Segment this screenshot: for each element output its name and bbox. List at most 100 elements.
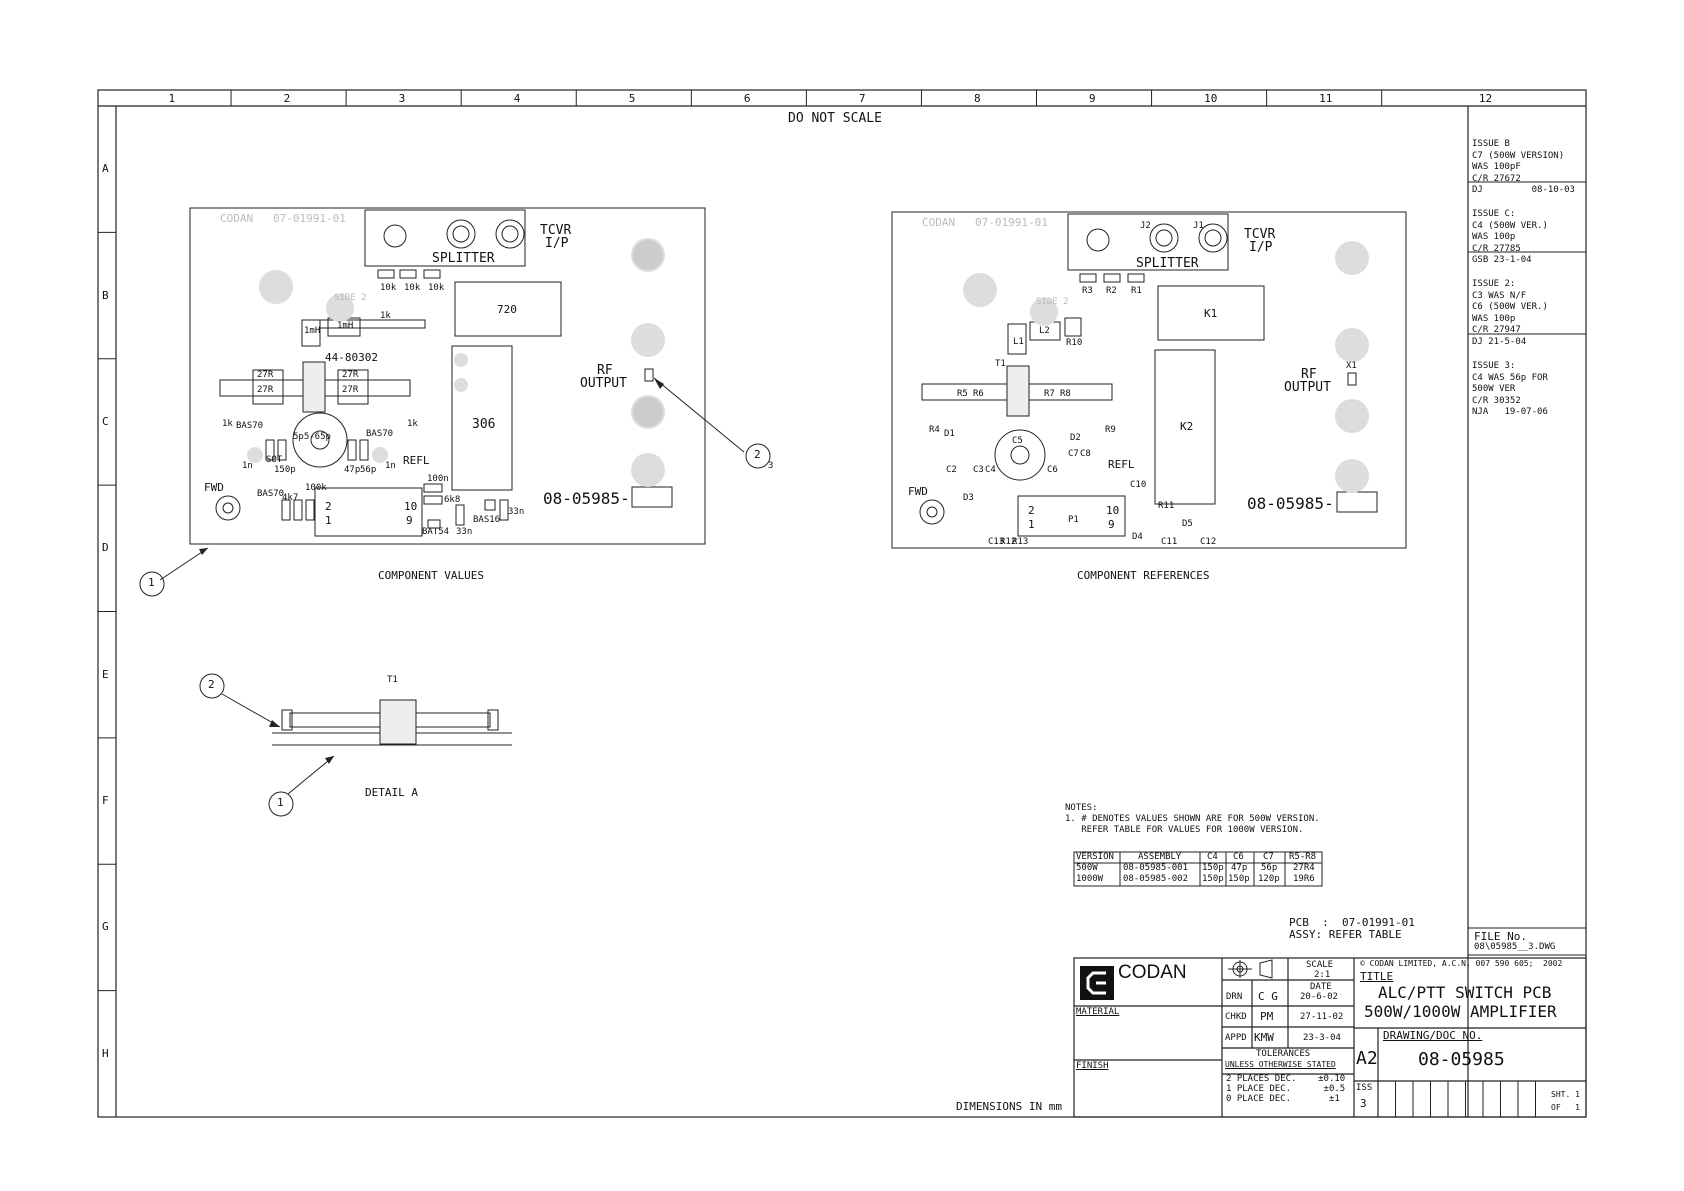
pcb2-c5-label: C5	[1012, 436, 1023, 446]
pcb2-ref-c4: C4	[985, 465, 996, 475]
pcb1-val-27r-4: 27R	[342, 385, 359, 395]
pcb1-relay-306: 306	[472, 417, 496, 432]
pcb2-caption: COMPONENT REFERENCES	[1077, 569, 1210, 582]
pcb1-res-10k-1: 10k	[380, 283, 397, 293]
pcb2-l1-label: L1	[1013, 337, 1024, 347]
vt-row1-c7: 56p	[1261, 863, 1278, 873]
pcb2-ref-c7: C7	[1068, 449, 1079, 459]
title-label: TITLE	[1360, 970, 1394, 983]
pcb2-r6-label: R6	[973, 389, 984, 399]
iss-value: 3	[1360, 1097, 1367, 1110]
vt-row1-c6: 47p	[1231, 863, 1248, 873]
material-label: MATERIAL	[1076, 1007, 1120, 1017]
pcb1-val-1n-1: 1n	[242, 461, 253, 471]
row-label: C	[102, 414, 109, 428]
pcb1-bas16-label: BAS16	[473, 515, 501, 525]
pcb1-silkscreen: CODAN 07-01991-01	[220, 212, 346, 225]
pcb1-val-sot: SOT	[266, 455, 283, 465]
pcb2-fwd-label: FWD	[908, 485, 928, 498]
pcb2-l2-label: L2	[1039, 326, 1050, 336]
vt-row2-r5r8: 19R6	[1293, 874, 1315, 884]
pcb1-conn-pin-2: 2	[325, 500, 332, 513]
pcb2-r5-label: R5	[957, 389, 968, 399]
pcb2-ref-r9: R9	[1105, 425, 1116, 435]
row-label: F	[102, 794, 109, 808]
pcb2-ip-label: I/P	[1249, 240, 1273, 255]
pcb1-bat54-label: BAT54	[422, 527, 450, 537]
column-label: 3	[398, 92, 406, 105]
pcb1-val-6k8: 6k8	[444, 495, 461, 505]
column-label: 2	[283, 92, 291, 105]
pcb1-inductor-1: 1mH	[304, 326, 321, 336]
pcb1-part-number: 44-80302	[325, 351, 378, 364]
column-label: 9	[1089, 92, 1096, 105]
file-value: 08\05985__3.DWG	[1474, 942, 1556, 952]
pcb1-val-1k-1: 1k	[222, 419, 233, 429]
pcb2-ref-r4: R4	[929, 425, 940, 435]
pcb1-splitter-label: SPLITTER	[432, 251, 495, 266]
vt-row1-version: 500W	[1076, 863, 1098, 873]
pcb2-silkscreen: CODAN 07-01991-01	[922, 216, 1048, 229]
finish-label: FINISH	[1076, 1061, 1109, 1071]
sheet-of: OF 1	[1551, 1103, 1580, 1112]
chkd-by: PM	[1260, 1010, 1274, 1023]
pcb2-ref-r13: R13	[1012, 537, 1029, 547]
pcb1-val-56p: 56p	[360, 465, 377, 475]
pcb1-bas70-label: BAS70	[236, 421, 264, 431]
pcb1-trimmer-value: 5p5-65p	[293, 432, 331, 442]
dimensions-note: DIMENSIONS IN mm	[956, 1100, 1062, 1113]
pcb1-doc-number: 08-05985-	[543, 489, 630, 508]
pcb1-val-100k: 100k	[305, 483, 327, 493]
sheet-size: A2	[1356, 1048, 1378, 1069]
scale-label: SCALE	[1306, 960, 1334, 970]
pcb2-ref-r12: R12	[1000, 537, 1017, 547]
pcb2-p1-label: P1	[1068, 515, 1079, 525]
notes-line-1: 1. # DENOTES VALUES SHOWN ARE FOR 500W V…	[1065, 814, 1320, 824]
date-label: DATE	[1310, 982, 1332, 992]
vt-header-c6: C6	[1233, 852, 1244, 862]
row-label: H	[102, 1046, 109, 1060]
vt-header-assembly: ASSEMBLY	[1138, 852, 1182, 862]
row-label: A	[102, 162, 109, 176]
pcb1-val-100n: 100n	[427, 474, 449, 484]
doc-number-label: DRAWING/DOC NO.	[1383, 1029, 1483, 1042]
pcb2-res-r3: R3	[1082, 286, 1093, 296]
pcb1-res-10k-2: 10k	[404, 283, 421, 293]
vt-row2-assembly: 08-05985-002	[1123, 874, 1189, 884]
pcb1-val-33n-2: 33n	[508, 507, 525, 517]
pcb2-conn-pin-10: 10	[1106, 504, 1120, 517]
appd-label: APPD	[1225, 1033, 1247, 1043]
pcb2-k1-label: K1	[1204, 307, 1218, 320]
pcb1-val-1n-2: 1n	[385, 461, 396, 471]
pcb2-r10-label: R10	[1066, 338, 1083, 348]
column-label: 5	[628, 92, 636, 105]
pcb2-ref-r11: R11	[1158, 501, 1175, 511]
detail-t1-label: T1	[387, 675, 398, 685]
row-label: D	[102, 541, 109, 555]
pcb2-refl-label: REFL	[1108, 458, 1135, 471]
notes-line-2: REFER TABLE FOR VALUES FOR 1000W VERSION…	[1065, 825, 1304, 835]
pcb1-ip-label: I/P	[545, 236, 569, 251]
pcb1-refl-label: REFL	[403, 454, 430, 467]
balloon-sub-3: 3	[768, 461, 774, 471]
row-label: E	[102, 667, 109, 681]
balloon-2-detail: 2	[208, 678, 215, 691]
do-not-scale-note: DO NOT SCALE	[788, 111, 882, 126]
pcb1-conn-pin-10: 10	[404, 500, 418, 513]
pcb2-conn-pin-9: 9	[1108, 518, 1115, 531]
column-label: 1	[168, 92, 176, 105]
pcb2-output-label: OUTPUT	[1284, 380, 1331, 395]
pcb1-conn-pin-1: 1	[325, 514, 332, 527]
pcb-number: PCB : 07-01991-01	[1289, 916, 1415, 929]
vt-row1-r5r8: 27R4	[1293, 863, 1315, 873]
pcb2-ref-c8: C8	[1080, 449, 1091, 459]
pcb2-r7-label: R7	[1044, 389, 1055, 399]
pcb1-val-4k7: 4k7	[282, 493, 299, 503]
vt-row2-version: 1000W	[1076, 874, 1104, 884]
vt-header-c7: C7	[1263, 852, 1274, 862]
